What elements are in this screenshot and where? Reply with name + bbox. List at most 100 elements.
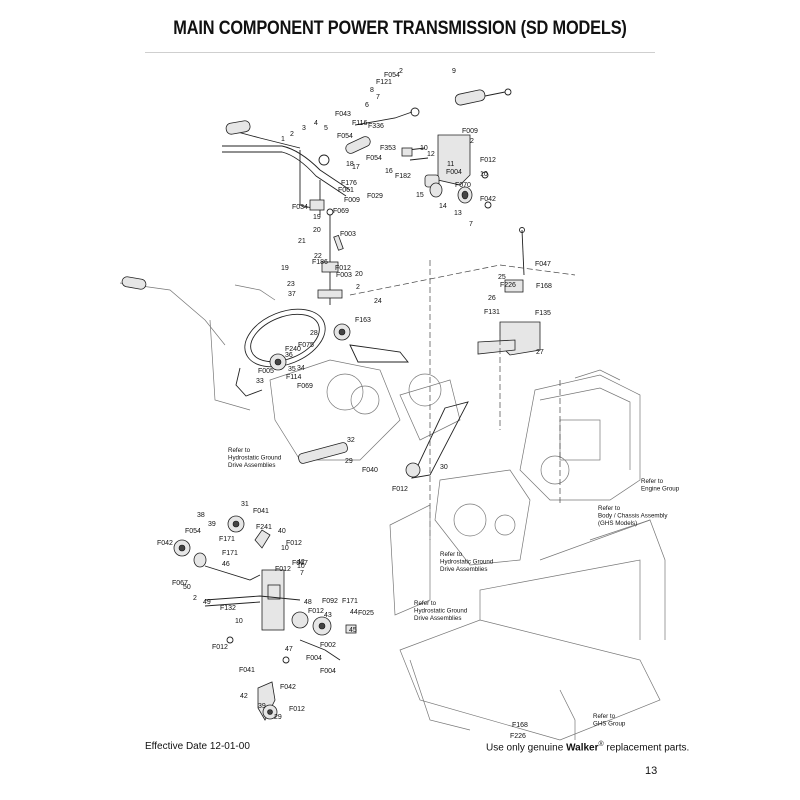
- part-callout: 31: [241, 501, 249, 508]
- pivot-bracket-assembly: [401, 134, 492, 209]
- part-callout: F171: [222, 550, 238, 557]
- part-callout: F047: [535, 261, 551, 268]
- reference-note-line: Drive Assemblies: [440, 566, 487, 573]
- part-callout: 16: [385, 168, 393, 175]
- pto-belt-system: [119, 276, 409, 411]
- part-callout: F132: [220, 605, 236, 612]
- part-callout: 47: [285, 646, 293, 653]
- part-callout: F042: [157, 540, 173, 547]
- part-callout: F226: [510, 733, 526, 740]
- reference-note-line: GHS Group: [593, 721, 626, 728]
- part-callout: F034: [292, 204, 308, 211]
- part-callout: F054: [366, 155, 382, 162]
- part-callout: F012: [212, 644, 228, 651]
- reference-note-line: Hydrostatic Ground: [440, 559, 494, 566]
- part-callout: F182: [395, 173, 411, 180]
- chassis-frame: [389, 504, 666, 741]
- part-callout: F012: [275, 566, 291, 573]
- part-callout: F004: [320, 668, 336, 675]
- part-callout: F042: [280, 684, 296, 691]
- part-callout: 20: [313, 227, 321, 234]
- part-callout: F171: [342, 598, 358, 605]
- part-callout: 2: [399, 68, 403, 75]
- part-callout: 5: [324, 125, 328, 132]
- part-callout: 1: [281, 136, 285, 143]
- part-callout: F114: [286, 374, 302, 381]
- notice-suffix: replacement parts.: [603, 742, 690, 754]
- notice-prefix: Use only genuine: [486, 742, 567, 754]
- part-callout: F075: [298, 342, 314, 349]
- part-callout: F171: [219, 536, 235, 543]
- part-callout: 10: [480, 171, 488, 178]
- part-callout: F054: [384, 72, 400, 79]
- part-callout: F116: [352, 120, 368, 127]
- part-callout: 37: [288, 291, 296, 298]
- part-callout: 19: [281, 265, 289, 272]
- part-callout: 7: [300, 570, 304, 577]
- part-callout: 15: [416, 192, 424, 199]
- part-callout: 29: [345, 458, 353, 465]
- part-callout: F121: [376, 79, 392, 86]
- reference-note-line: Refer to: [228, 447, 251, 454]
- part-callout: 43: [324, 612, 332, 619]
- part-callout: 20: [355, 271, 363, 278]
- trademark-symbol: ®: [598, 741, 604, 748]
- part-callout: 18: [346, 161, 354, 168]
- part-callout: F054: [185, 528, 201, 535]
- part-callout: 44: [350, 609, 358, 616]
- part-callout: 10: [281, 545, 289, 552]
- part-callout: F226: [500, 282, 516, 289]
- part-callout: 17: [352, 164, 360, 171]
- part-callout: F163: [355, 317, 371, 324]
- part-callout: F176: [341, 180, 357, 187]
- part-callout: 38: [197, 512, 205, 519]
- part-callout: F003: [336, 272, 352, 279]
- part-callout: F135: [535, 310, 551, 317]
- part-callout: F067: [292, 560, 308, 567]
- part-callout: F069: [333, 208, 349, 215]
- part-callout: 2: [193, 595, 197, 602]
- genuine-parts-notice: Use only genuine Walker® replacement par…: [486, 741, 689, 753]
- part-callout: 10: [235, 618, 243, 625]
- part-callout: 25: [498, 274, 506, 281]
- part-callout: F012: [286, 540, 302, 547]
- part-callout: 2: [290, 131, 294, 138]
- reference-note-line: Engine Group: [641, 486, 680, 493]
- part-callout: F043: [335, 111, 351, 118]
- part-callout: F025: [358, 610, 374, 617]
- part-callout: 28: [310, 330, 318, 337]
- part-callout: F069: [297, 383, 313, 390]
- part-callout: 19: [313, 214, 321, 221]
- part-callout: 22: [314, 253, 322, 260]
- part-callout: 3: [302, 125, 306, 132]
- part-callout: 24: [374, 298, 382, 305]
- part-callout: F336: [368, 123, 384, 130]
- part-callout: 7: [469, 221, 473, 228]
- part-callout: F168: [512, 722, 528, 729]
- part-callout: 8: [370, 87, 374, 94]
- reference-note-line: Hydrostatic Ground: [414, 608, 468, 615]
- reference-note-line: Refer to: [593, 713, 616, 720]
- part-callout: 34: [297, 365, 305, 372]
- effective-date: Effective Date 12-01-00: [145, 741, 250, 752]
- part-callout: 12: [427, 151, 435, 158]
- part-callout: 9: [452, 68, 456, 75]
- part-callout: F012: [289, 706, 305, 713]
- right-control-lever: [477, 227, 541, 356]
- part-callout: 42: [240, 693, 248, 700]
- reference-note-line: Refer to: [598, 505, 621, 512]
- part-callout: 14: [439, 203, 447, 210]
- part-callout: 49: [203, 599, 211, 606]
- part-callout: 46: [222, 561, 230, 568]
- part-callout: 2: [356, 284, 360, 291]
- part-callout: F012: [308, 608, 324, 615]
- brand-name: Walker: [566, 742, 599, 754]
- idler-arm-assembly: [173, 515, 357, 721]
- part-callout: 36: [285, 352, 293, 359]
